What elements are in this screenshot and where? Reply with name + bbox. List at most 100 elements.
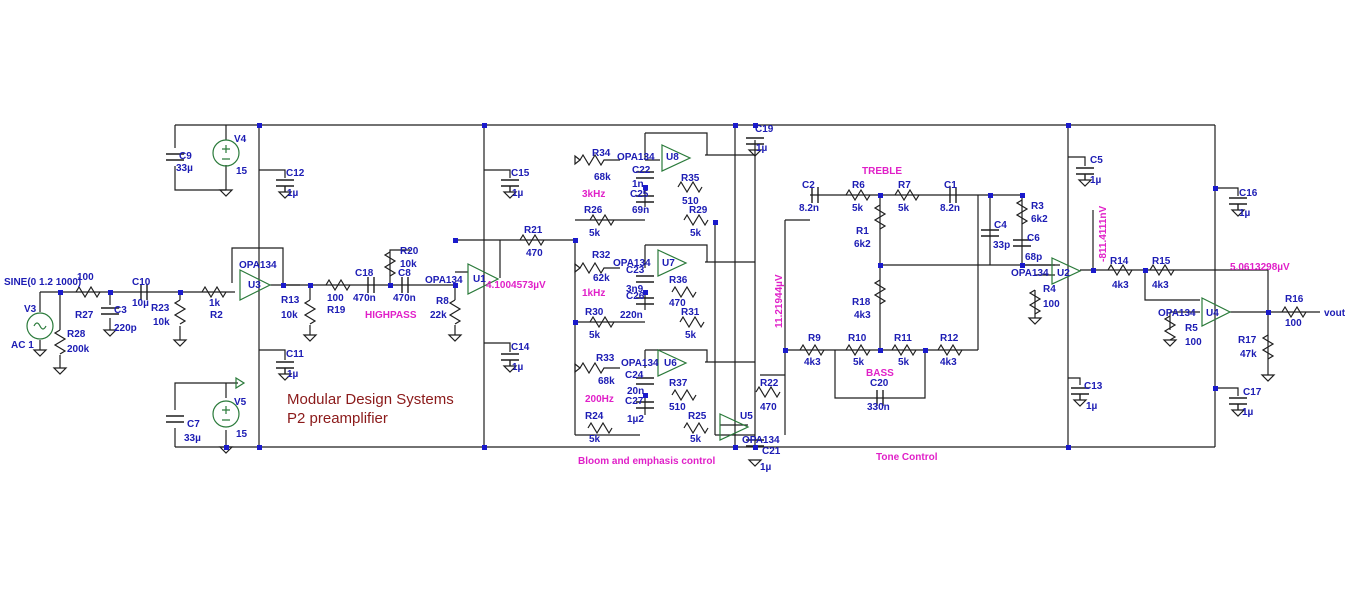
r16-ref: R16	[1285, 294, 1304, 305]
resistor-r3	[1015, 199, 1029, 225]
r14-value: 4k3	[1112, 280, 1129, 291]
r19-ref: R19	[327, 305, 346, 316]
c27-ref: C27	[625, 396, 644, 407]
capacitor-c27	[636, 401, 654, 409]
capacitor-c6	[1013, 239, 1031, 247]
wires	[39, 124, 1320, 448]
c7-ref: C7	[187, 419, 200, 430]
resistors	[53, 153, 1307, 435]
c22-value: 1n	[632, 179, 644, 190]
r23-ref: R23	[151, 303, 170, 314]
capacitor-c19	[746, 137, 764, 145]
r34-value: 68k	[594, 172, 611, 183]
c24-value: 20n	[627, 386, 644, 397]
freq-3khz-label: 3kHz	[582, 189, 605, 200]
c3-ref: C3	[114, 305, 127, 316]
c15-value: 1µ	[512, 188, 524, 199]
c12-value: 1µ	[287, 188, 299, 199]
opamp-u5	[719, 413, 750, 441]
source-spec: SINE(0 1.2 1000)	[4, 277, 81, 288]
opamp-u7	[657, 249, 688, 277]
c1-ref: C1	[944, 180, 957, 191]
capacitor-c14	[501, 353, 519, 366]
r22-value: 470	[760, 402, 777, 413]
c5-ref: C5	[1090, 155, 1103, 166]
r36-value: 470	[669, 298, 686, 309]
r35-ref: R35	[681, 173, 700, 184]
resistor-r1	[873, 204, 887, 230]
resistor-r31	[679, 315, 705, 329]
resistor-r13	[303, 299, 317, 325]
resistor-r25	[683, 421, 709, 435]
resistor-r30	[589, 315, 615, 329]
capacitor-c8	[401, 277, 409, 293]
r22-ref: R22	[760, 378, 779, 389]
capacitor-c1	[949, 187, 957, 203]
r36-ref: R36	[669, 275, 688, 286]
r26-ref: R26	[584, 205, 603, 216]
r28-value: 200k	[67, 344, 90, 355]
c22-ref: C22	[632, 165, 651, 176]
capacitor-c5	[1076, 167, 1094, 180]
r23-value: 10k	[153, 317, 170, 328]
c17-ref: C17	[1243, 387, 1262, 398]
r9-value: 4k3	[804, 357, 821, 368]
r35-value: 510	[682, 196, 699, 207]
opamp-u6-ref: U6	[664, 358, 677, 369]
resistor-r37	[671, 388, 697, 402]
r21-ref: R21	[524, 225, 543, 236]
capacitor-c4	[981, 229, 999, 237]
r10-value: 5k	[853, 357, 865, 368]
c7-value: 33µ	[184, 433, 201, 444]
c21-ref: C21	[762, 446, 781, 457]
opamp-u2-model: OPA134	[1011, 268, 1049, 279]
resistor-r33	[579, 361, 620, 375]
grounds	[32, 149, 1276, 467]
resistor-r23	[173, 299, 187, 325]
r21-value: 470	[526, 248, 543, 259]
opamp-u1-model: OPA134	[425, 275, 463, 286]
c18-value: 470n	[353, 293, 376, 304]
supply-v5-name: V5	[234, 397, 247, 408]
c27-value: 1µ2	[627, 414, 644, 425]
capacitor-c10	[140, 284, 148, 300]
supply-v4-name: V4	[234, 134, 247, 145]
r13-ref: R13	[281, 295, 300, 306]
c19-value: 1µ	[756, 143, 768, 154]
r7-value: 5k	[898, 203, 910, 214]
r32-ref: R32	[592, 250, 611, 261]
r33-value: 68k	[598, 376, 615, 387]
r31-ref: R31	[681, 307, 700, 318]
r15-ref: R15	[1152, 256, 1171, 267]
junctions	[58, 123, 1271, 450]
source-v3-name: V3	[24, 304, 37, 315]
opamp-u1-ref: U1	[473, 274, 486, 285]
capacitor-c20	[876, 390, 884, 406]
resistor-r35	[677, 180, 703, 194]
source-v3-ac: AC 1	[11, 340, 34, 351]
c11-value: 1µ	[287, 369, 299, 380]
r28-ref: R28	[67, 329, 86, 340]
c4-ref: C4	[994, 220, 1007, 231]
r1-value: 6k2	[854, 239, 871, 250]
resistor-r27	[75, 285, 101, 299]
r6-ref: R6	[852, 180, 865, 191]
opamp-u6	[657, 349, 688, 377]
opamp-u6-model: OPA134	[621, 358, 659, 369]
opamp-u7-model: OPA134	[613, 258, 651, 269]
r19-value: 100	[327, 293, 344, 304]
r11-ref: R11	[894, 333, 912, 344]
r5-value: 100	[1185, 337, 1202, 348]
c1-value: 8.2n	[940, 203, 960, 214]
opamp-u4-model: OPA134	[1158, 308, 1196, 319]
c17-value: 1µ	[1242, 407, 1254, 418]
c6-ref: C6	[1027, 233, 1040, 244]
resistor-r9	[799, 343, 825, 357]
r8-value: 22k	[430, 310, 447, 321]
resistor-r18	[873, 279, 887, 305]
capacitor-c22	[636, 171, 654, 179]
resistor-r17	[1261, 334, 1275, 360]
r4-ref: R4	[1043, 284, 1056, 295]
r17-value: 47k	[1240, 349, 1257, 360]
r15-value: 4k3	[1152, 280, 1169, 291]
